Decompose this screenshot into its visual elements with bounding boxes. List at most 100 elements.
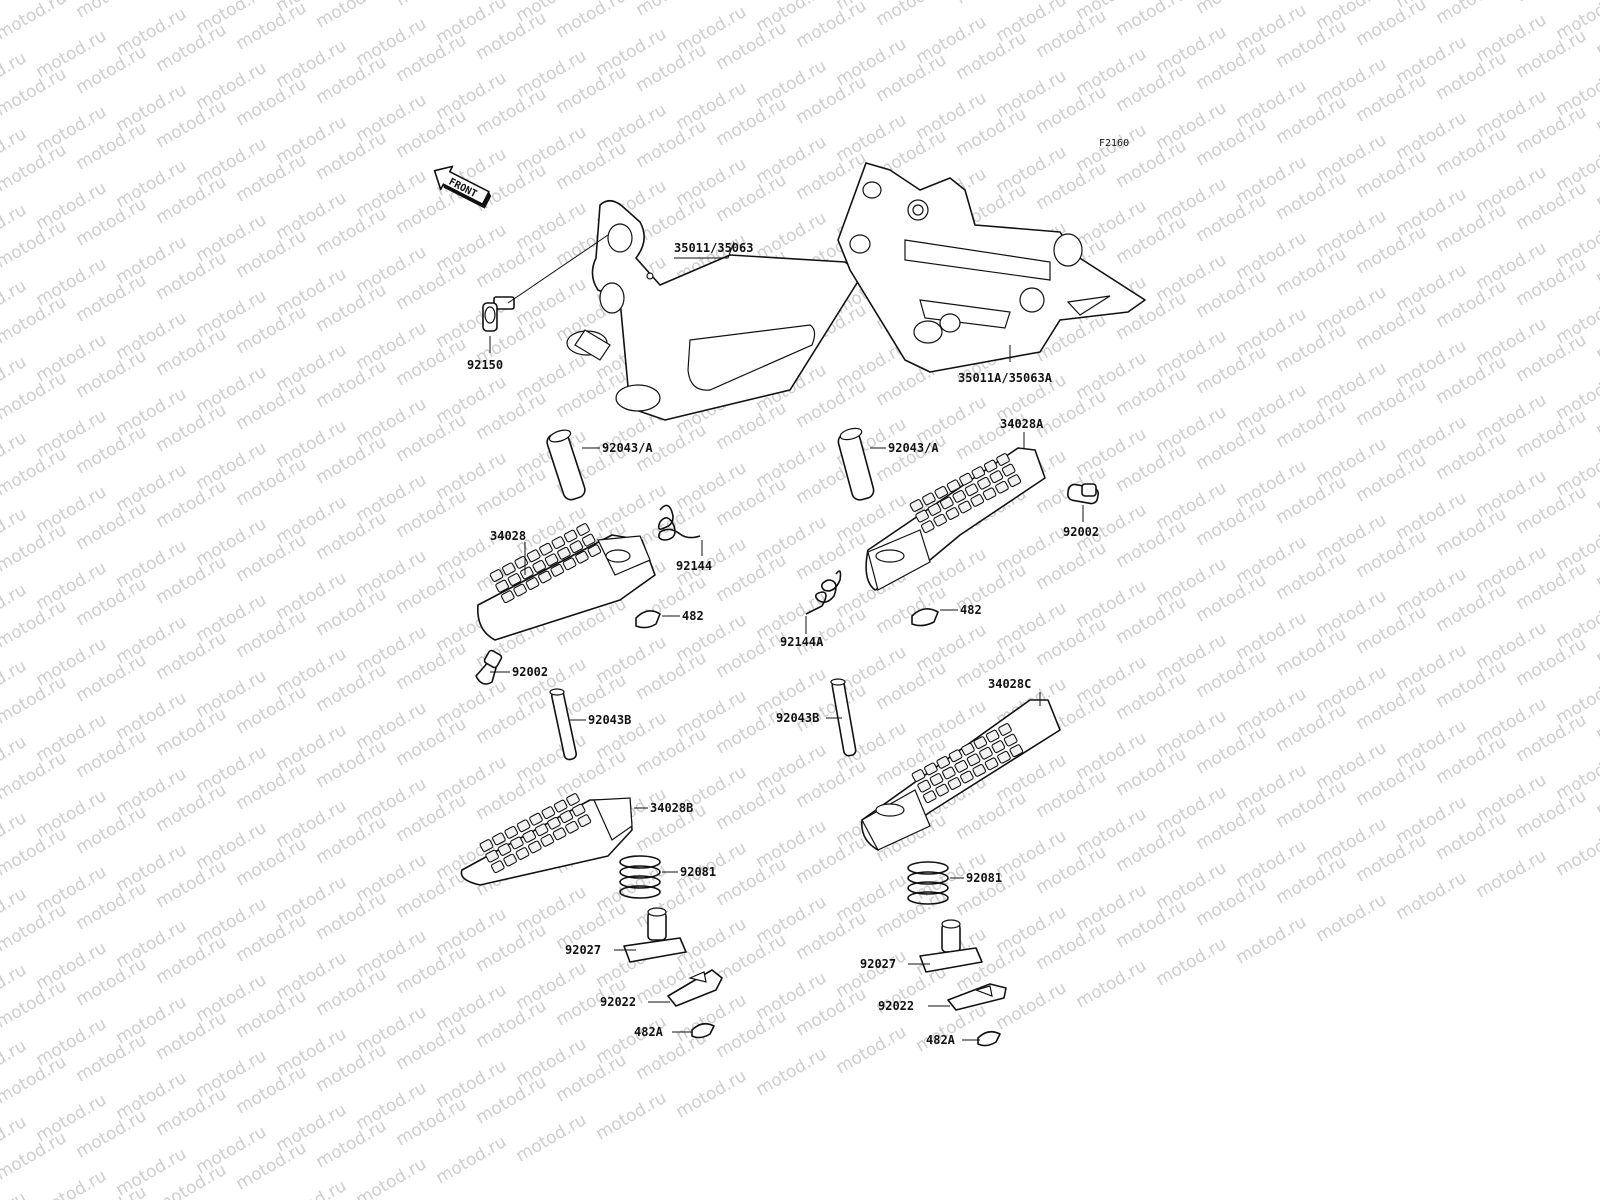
grip-block xyxy=(526,549,541,563)
grip-block xyxy=(982,487,997,501)
grip-block xyxy=(933,513,947,527)
grip-block xyxy=(952,489,967,503)
watermark-text: motod.ru xyxy=(1433,0,1511,28)
watermark-text: motod.ru xyxy=(353,1154,431,1200)
label-pin-front-left: 92043/A xyxy=(602,441,653,455)
watermark-text: motod.ru xyxy=(833,1022,911,1078)
watermark-text: motod.ru xyxy=(33,1166,111,1200)
grip-block xyxy=(541,806,556,820)
label-clip-rear-left: 482A xyxy=(634,1025,664,1039)
grip-block xyxy=(540,833,555,847)
label-collar-rear-left: 92027 xyxy=(565,943,601,957)
bracket-left xyxy=(566,199,863,421)
grip-block xyxy=(924,762,938,776)
grip-block xyxy=(936,755,951,769)
label-pin-rear-right: 92043B xyxy=(776,711,819,725)
grip-block xyxy=(948,749,963,763)
label-peg-front-left: 34028 xyxy=(490,529,526,543)
grip-block xyxy=(550,563,565,577)
grip-block xyxy=(961,742,975,756)
grip-block xyxy=(977,476,991,490)
grip-block xyxy=(971,466,986,480)
plate-92022-right xyxy=(947,983,1007,1011)
footpeg-rear-left xyxy=(460,688,633,886)
label-bracket-left: 35011/35063 xyxy=(674,241,753,255)
watermark-text: motod.ru xyxy=(1233,912,1311,968)
label-bolt-left: 92150 xyxy=(467,358,503,372)
grip-block xyxy=(497,843,512,856)
grip-block xyxy=(927,503,942,516)
leader-lines xyxy=(489,234,1084,1041)
grip-block xyxy=(934,485,949,499)
grip-block xyxy=(915,509,929,523)
coil-spring-92081-right xyxy=(907,861,949,905)
grip-block xyxy=(922,492,936,506)
grip-block xyxy=(553,799,568,813)
grip-block xyxy=(1009,744,1024,758)
watermark-text: motod.ru xyxy=(73,0,151,22)
grip-block xyxy=(502,562,516,576)
grip-block xyxy=(954,759,969,773)
clip-482-right xyxy=(911,608,939,627)
watermark-text: motod.ru xyxy=(993,978,1071,1034)
label-spring-front-left: 92144 xyxy=(676,559,712,573)
grip-block xyxy=(1003,733,1018,747)
label-clip-front-right: 482 xyxy=(960,603,982,617)
watermark-text: motod.ru xyxy=(553,0,631,42)
grip-block xyxy=(922,790,937,804)
grip-block xyxy=(565,820,579,834)
grip-block xyxy=(996,453,1010,466)
grip-block xyxy=(958,500,972,514)
label-spring-front-right: 92144A xyxy=(780,635,824,649)
collar-92027-left xyxy=(623,907,687,963)
grip-block xyxy=(528,840,542,854)
label-peg-rear-right: 34028C xyxy=(988,677,1031,691)
bolt-92150 xyxy=(482,296,515,332)
grip-block xyxy=(966,753,981,767)
watermark-text: motod.ru xyxy=(1513,0,1591,6)
grip-block xyxy=(991,740,1006,754)
watermark-text: motod.ru xyxy=(1193,0,1271,18)
diagram-code: F2160 xyxy=(1099,138,1129,149)
grip-block xyxy=(935,783,949,797)
watermark-text: motod.ru xyxy=(1113,0,1191,40)
grip-block xyxy=(534,823,549,837)
grip-block xyxy=(492,832,506,846)
grip-block xyxy=(947,777,962,790)
grip-block xyxy=(577,814,592,828)
grip-rear-left xyxy=(479,793,592,874)
footpeg-front-left xyxy=(477,429,656,641)
clip-482a-right xyxy=(977,1030,1001,1047)
grip-block xyxy=(946,479,961,493)
watermark-text: motod.ru xyxy=(1393,868,1471,924)
part-labels: 35011/35063 35011A/35063A 92150 92043/A … xyxy=(467,241,1099,1047)
grip-block xyxy=(510,836,524,850)
grip-block xyxy=(911,769,926,782)
grip-block xyxy=(504,825,519,839)
watermark-text: motod.ru xyxy=(513,1110,591,1166)
watermark-text: motod.ru xyxy=(1473,846,1551,902)
label-plate-rear-left: 92022 xyxy=(600,995,636,1009)
grip-block xyxy=(495,579,509,593)
grip-block xyxy=(920,520,935,534)
watermark-text: motod.ru xyxy=(1313,890,1391,946)
stopper-92002-left xyxy=(475,649,503,685)
watermark-text: motod.ru xyxy=(0,0,70,44)
watermark-text: motod.ru xyxy=(1153,934,1231,990)
grip-block xyxy=(490,860,505,874)
grip-block xyxy=(557,546,571,560)
label-collar-rear-right: 92027 xyxy=(860,957,896,971)
watermark-text: motod.ru xyxy=(313,0,391,32)
grip-block xyxy=(942,766,956,780)
grip-block xyxy=(984,757,999,771)
grip-block xyxy=(995,480,1009,494)
grip-block xyxy=(576,523,590,536)
watermark-text: motod.ru xyxy=(1553,824,1600,880)
grip-block xyxy=(503,853,517,867)
bracket-right xyxy=(837,162,1146,373)
stopper-92002-right xyxy=(1066,483,1100,505)
watermark-text: motod.ru xyxy=(0,0,30,6)
watermark-text: motod.ru xyxy=(1073,956,1151,1012)
